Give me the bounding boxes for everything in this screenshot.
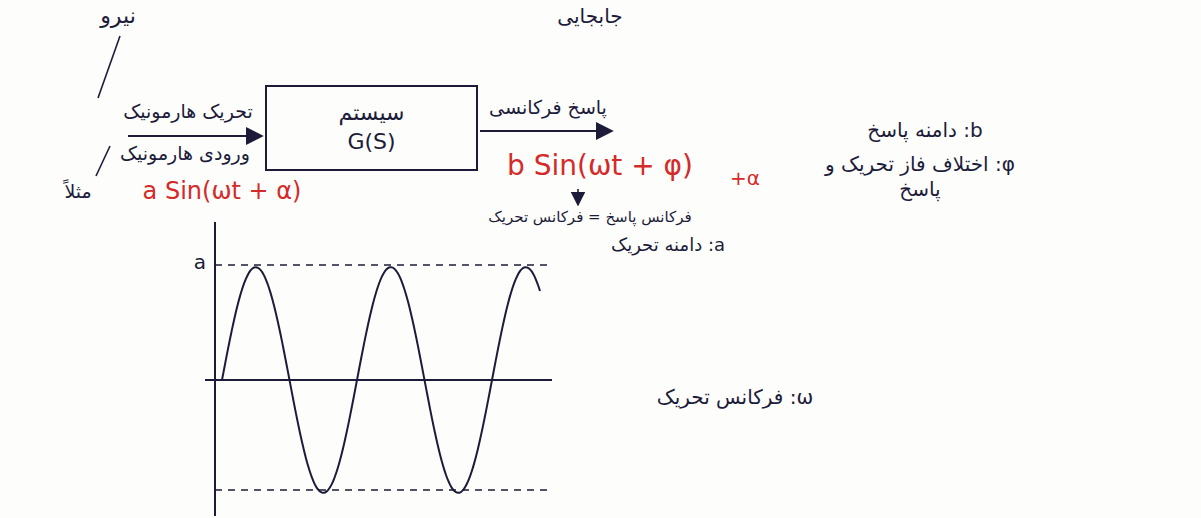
down-arrow: [577, 189, 579, 205]
amplitude-line: [215, 264, 548, 265]
input-arrow: [128, 135, 262, 137]
transfer-function: G(S): [347, 128, 395, 157]
output-label: پاسخ فرکانسی: [489, 96, 607, 120]
system-box: سیستمG(S): [265, 85, 478, 171]
phase-term: +α: [730, 166, 760, 191]
input-formula: a Sin(ωt + α): [143, 176, 302, 206]
vertical-axis: [214, 222, 216, 516]
amplitude-line: [215, 489, 548, 490]
output-arrow: [480, 130, 612, 132]
annotation: نیرو: [100, 2, 136, 30]
input-label: ورودی هارمونیک: [120, 142, 250, 166]
definition: b: دامنه پاسخ: [867, 118, 982, 143]
definition: φ: اختلاف فاز تحریک و پاسخ: [820, 152, 1020, 202]
input-label: تحریک هارمونیک: [123, 100, 252, 124]
note: مثلاً: [64, 180, 91, 204]
note: فرکانس پاسخ = فرکانس تحریک: [488, 208, 691, 227]
leader-line: [96, 146, 110, 176]
axis-label: a: [194, 250, 206, 275]
output-formula: b Sin(ωt + φ): [507, 148, 693, 183]
sine-wave: [222, 267, 540, 493]
time-axis: [205, 379, 552, 381]
definition: ω: فرکانس تحریک: [657, 385, 813, 410]
annotation: جابجایی: [557, 4, 622, 29]
leader-line: [98, 36, 120, 98]
definition: a: دامنه تحریک: [611, 234, 725, 257]
box-title: سیستم: [339, 99, 405, 128]
